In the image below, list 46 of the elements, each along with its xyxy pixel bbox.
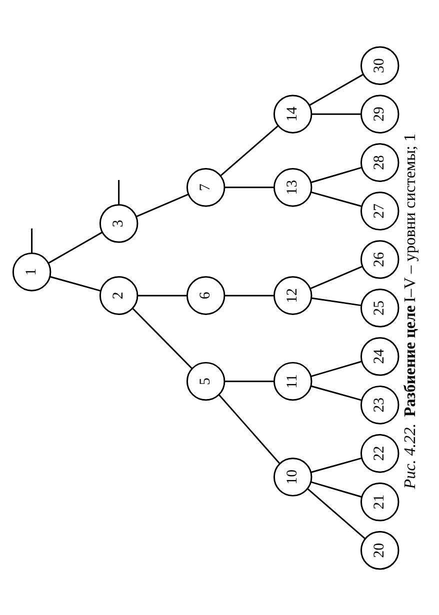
node-circle: 10 bbox=[273, 457, 312, 496]
node-circle: 11 bbox=[273, 361, 312, 400]
connector bbox=[310, 265, 363, 289]
connector bbox=[136, 193, 189, 217]
node-circle: 2 bbox=[99, 276, 138, 314]
node-circle: 6 bbox=[186, 276, 226, 314]
connector bbox=[31, 228, 33, 253]
node-circle: 24 bbox=[360, 336, 400, 376]
connector bbox=[310, 166, 362, 183]
connector bbox=[118, 179, 120, 204]
connector bbox=[307, 488, 366, 538]
node-circle: 20 bbox=[360, 530, 400, 570]
connector bbox=[48, 231, 103, 264]
node-circle: 13 bbox=[273, 168, 312, 206]
connector bbox=[312, 112, 362, 114]
node-circle: 30 bbox=[360, 46, 400, 84]
connector bbox=[310, 190, 362, 206]
node-circle: 14 bbox=[273, 94, 312, 133]
node-circle: 23 bbox=[360, 385, 400, 424]
node-circle: 3 bbox=[99, 204, 138, 242]
connector bbox=[50, 276, 101, 292]
node-circle: 5 bbox=[186, 361, 226, 400]
node-circle: 26 bbox=[360, 240, 400, 278]
connector bbox=[311, 296, 362, 306]
connector bbox=[132, 307, 193, 369]
connector bbox=[309, 73, 364, 106]
connector bbox=[224, 294, 274, 296]
node-circle: 27 bbox=[360, 191, 400, 230]
node-circle: 21 bbox=[360, 482, 400, 521]
caption: Рис. 4.22. Разбиение целе I–V – уровни системы; 1 bbox=[402, 132, 420, 488]
connector bbox=[218, 394, 280, 464]
connector bbox=[138, 294, 188, 296]
connector bbox=[310, 360, 362, 377]
node-circle: 28 bbox=[360, 142, 400, 182]
node-circle: 12 bbox=[273, 276, 312, 314]
node-circle: 22 bbox=[360, 434, 400, 472]
node-circle: 25 bbox=[360, 288, 400, 327]
node-circle: 7 bbox=[186, 168, 226, 206]
node-circle: 1 bbox=[12, 252, 52, 291]
connector bbox=[310, 384, 362, 400]
connector bbox=[310, 456, 362, 472]
connector bbox=[310, 480, 362, 498]
connector bbox=[224, 380, 274, 382]
connector bbox=[224, 186, 274, 188]
connector bbox=[220, 125, 278, 176]
node-circle: 29 bbox=[360, 94, 400, 133]
